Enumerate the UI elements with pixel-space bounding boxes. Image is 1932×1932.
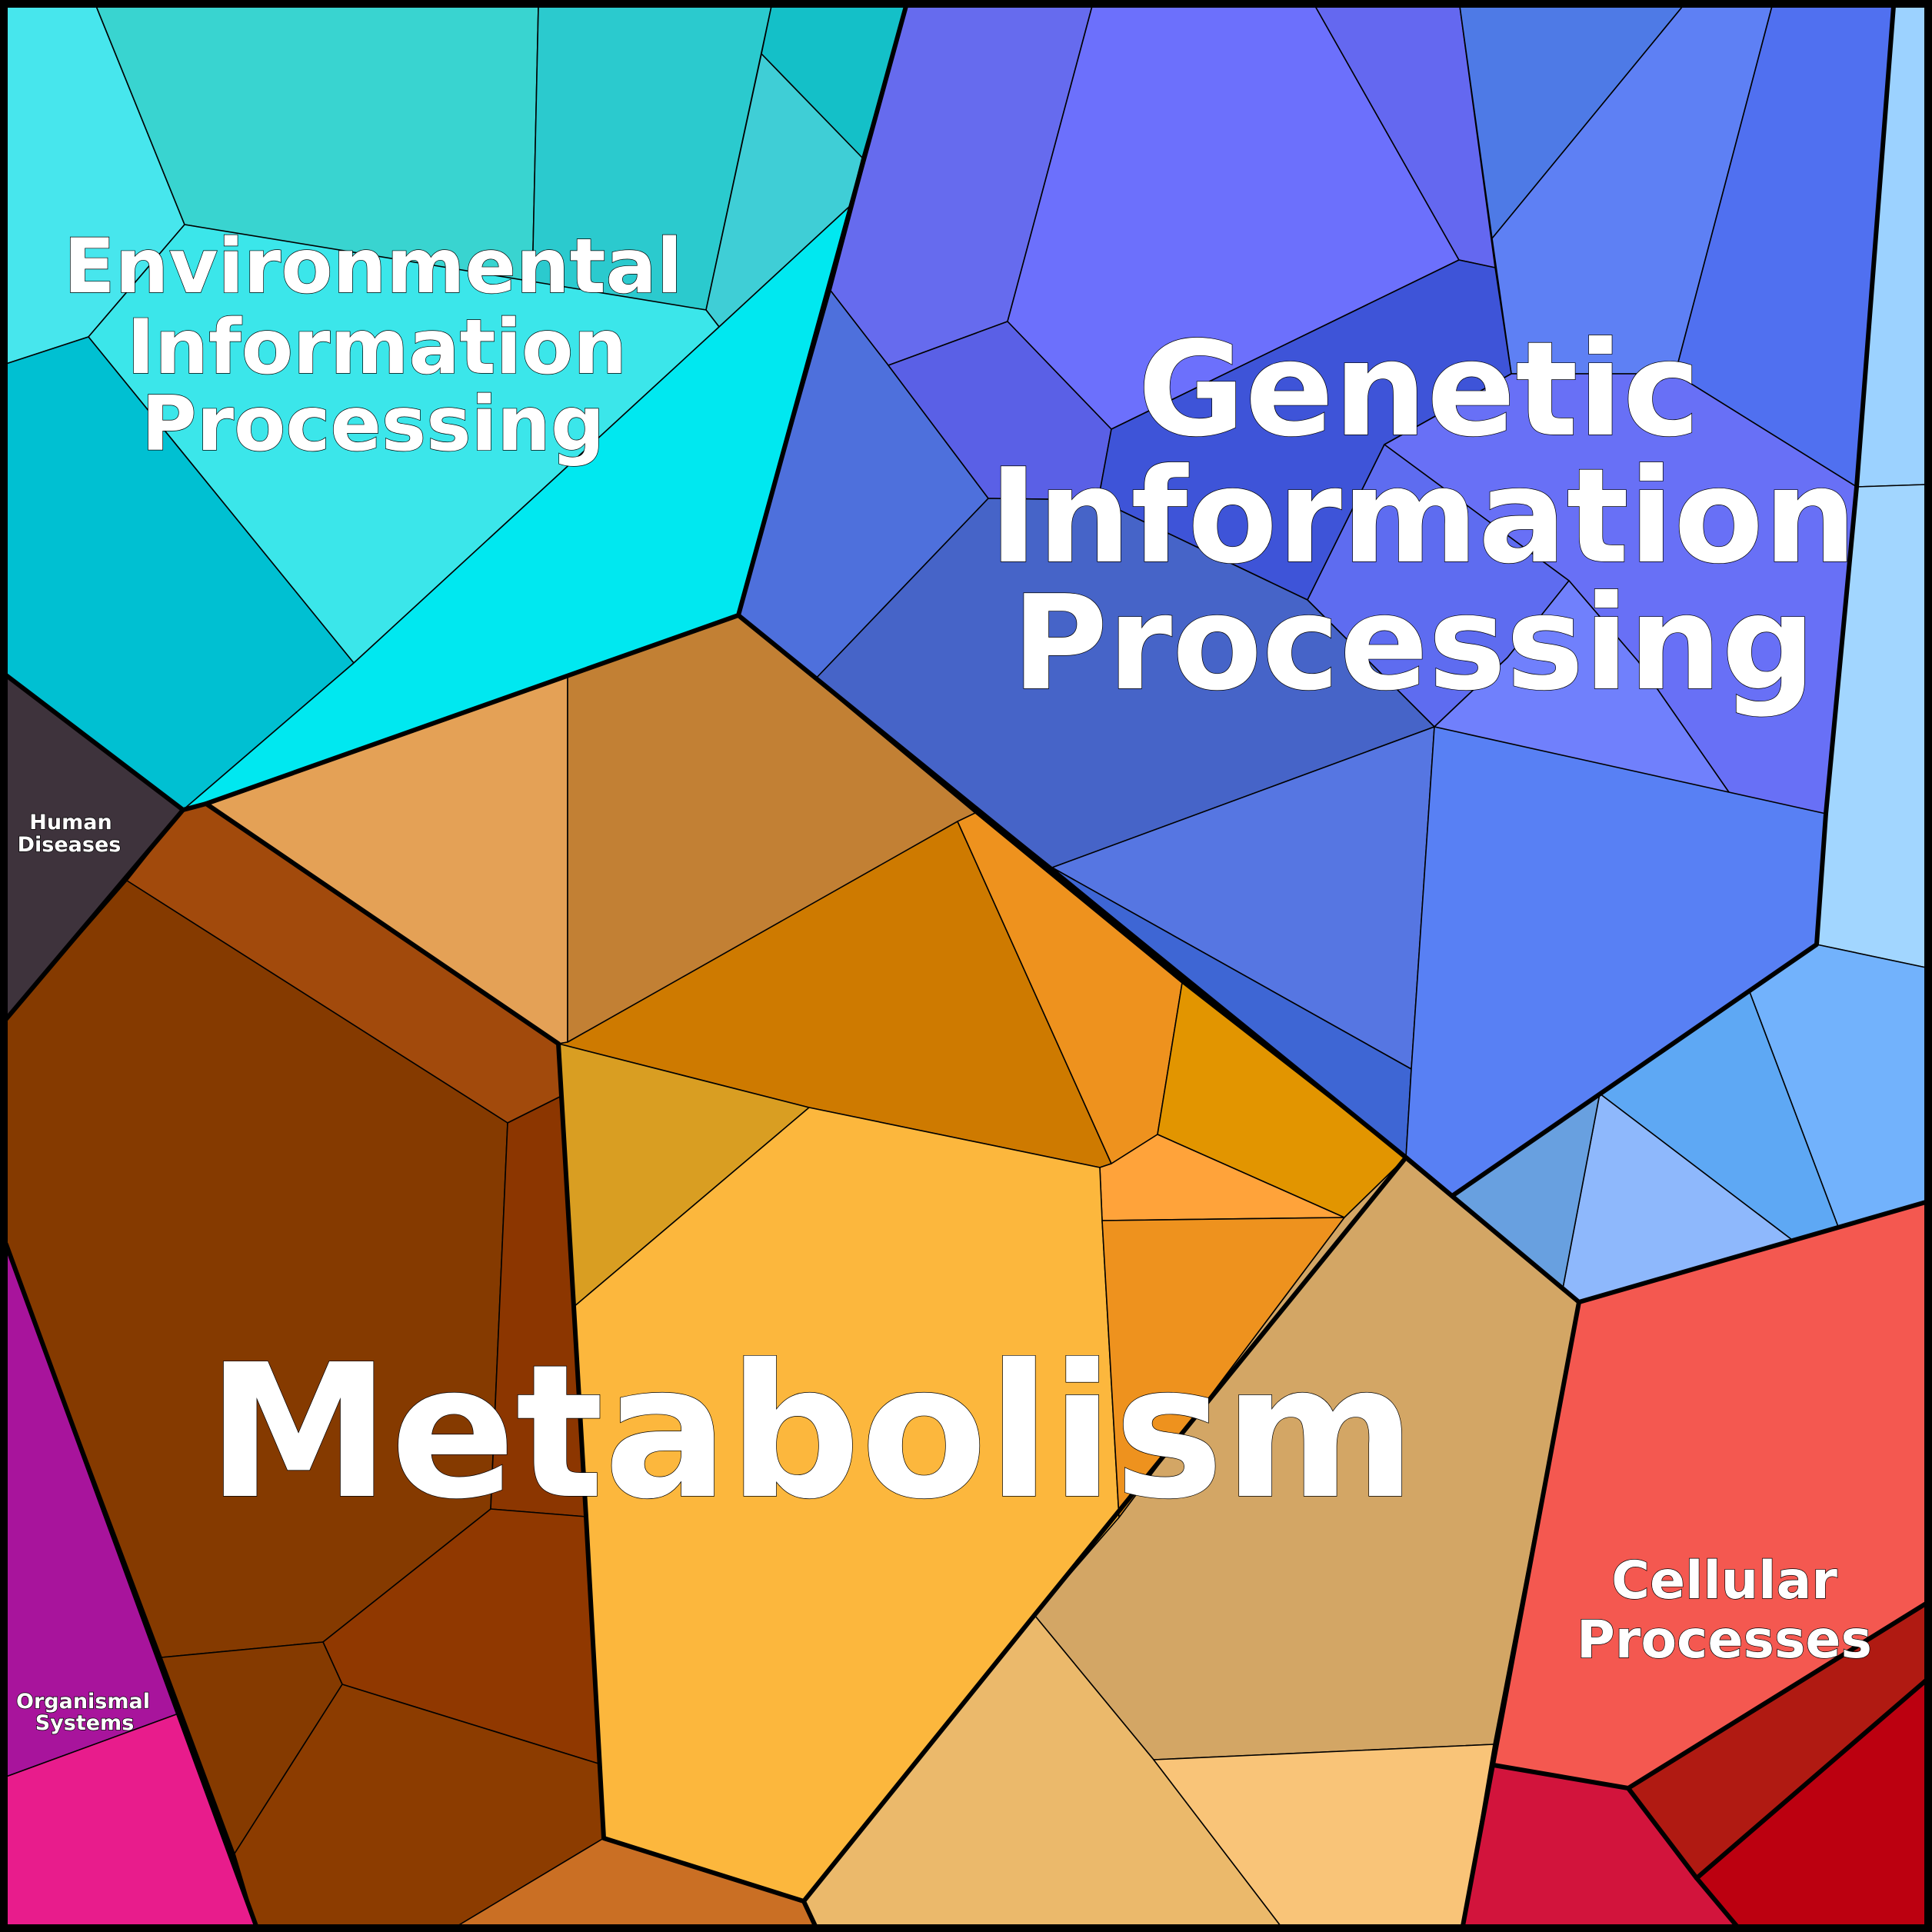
label-environmental-line-1: Environmental	[64, 223, 683, 311]
label-environmental-line-3: Processing	[142, 381, 605, 468]
label-organismal-systems: Organismal Systems	[15, 1689, 150, 1735]
label-genetic-line-1: Genetic	[1138, 314, 1700, 466]
region-environmental-information-processing[interactable]	[5, 5, 907, 811]
label-cellular-line-1: Cellular	[1611, 1551, 1837, 1611]
region-metabolism[interactable]	[5, 615, 1580, 1927]
label-organismal-line-2: Systems	[35, 1711, 135, 1735]
label-environmental-information-processing: Environmental Information Processing	[63, 222, 683, 468]
label-human-diseases: Human Diseases	[17, 810, 122, 857]
region-organismal-systems[interactable]	[5, 1244, 257, 1927]
label-environmental-line-2: Information	[127, 304, 627, 391]
region-genetic-information-processing[interactable]	[738, 5, 1894, 1197]
label-human-line-2: Diseases	[18, 833, 122, 857]
label-genetic-information-processing: Genetic Information Processing	[988, 313, 1857, 720]
label-human-line-1: Human	[29, 811, 112, 834]
label-genetic-line-2: Information	[989, 441, 1857, 593]
label-genetic-line-3: Processing	[1012, 568, 1816, 720]
label-metabolism: Metabolism	[207, 1324, 1416, 1540]
label-cellular-processes: Cellular Processes	[1576, 1550, 1872, 1671]
label-cellular-line-2: Processes	[1577, 1610, 1872, 1671]
label-organismal-line-1: Organismal	[16, 1690, 150, 1714]
category-borders	[4, 4, 1928, 1928]
